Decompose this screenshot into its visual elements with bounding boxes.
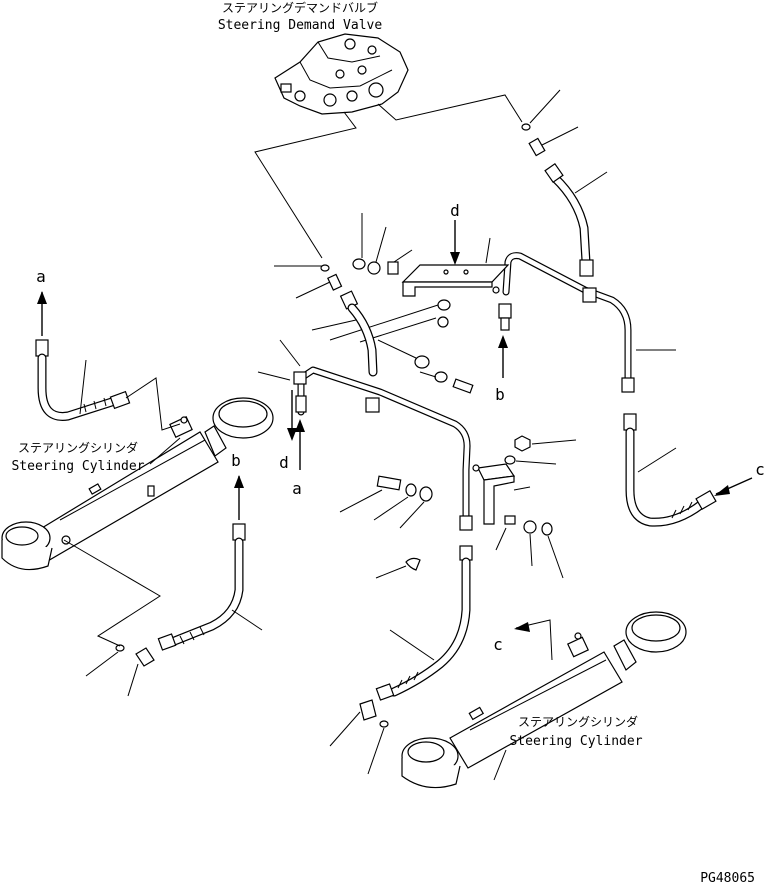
cylinder-right-label-jp: ステアリングシリンダ	[518, 714, 638, 729]
left-steering-cylinder	[1, 397, 274, 571]
connector-b-upper	[498, 303, 512, 378]
bracket-lower	[472, 463, 531, 525]
label-c-right: c	[755, 460, 765, 479]
small-fittings-upper	[329, 213, 451, 343]
right-steering-cylinder	[329, 611, 687, 789]
cylinder-left-label-jp: ステアリングシリンダ	[18, 440, 138, 455]
lower-center-hose	[375, 545, 473, 701]
valve-label-en: Steering Demand Valve	[218, 18, 383, 33]
connection-c-bottom	[514, 619, 553, 661]
cylinder-right-label-en: Steering Cylinder	[509, 734, 642, 749]
label-b-bottom: b	[231, 451, 241, 470]
cylinder-left-label-en: Steering Cylinder	[11, 459, 144, 474]
right-tube	[502, 252, 676, 393]
connection-d-top	[450, 220, 460, 265]
left-hose-a	[35, 339, 181, 431]
upper-right-hose	[521, 123, 594, 277]
label-d-top: d	[450, 201, 460, 220]
valve-leader-lines	[254, 94, 523, 259]
center-bolt-set	[377, 339, 474, 394]
connection-c-right	[714, 477, 753, 496]
steering-demand-valve	[274, 33, 409, 115]
upper-right-leaders	[529, 89, 608, 194]
label-a-bottom: a	[292, 479, 302, 498]
center-right-fittings	[495, 435, 577, 579]
connection-a-top	[37, 291, 47, 336]
left-hose-b	[63, 523, 263, 697]
cylinder-right-leader	[493, 749, 507, 781]
label-a-top: a	[36, 267, 46, 286]
label-b-top: b	[495, 385, 505, 404]
cylinder-left-leader	[149, 437, 181, 465]
drawing-number: PG48065	[700, 871, 755, 886]
middle-hose	[274, 264, 378, 377]
connection-b-bottom	[234, 475, 244, 520]
lower-bolt-set	[339, 475, 433, 579]
right-lower-hose	[623, 413, 717, 527]
label-c-bottom: c	[493, 635, 503, 654]
valve-label-jp: ステアリングデマンドバルブ	[222, 0, 378, 15]
label-d-bottom: d	[279, 453, 289, 472]
main-left-pipe	[293, 366, 473, 531]
connection-d-a-bottom	[257, 339, 305, 470]
bracket-upper	[401, 237, 510, 297]
